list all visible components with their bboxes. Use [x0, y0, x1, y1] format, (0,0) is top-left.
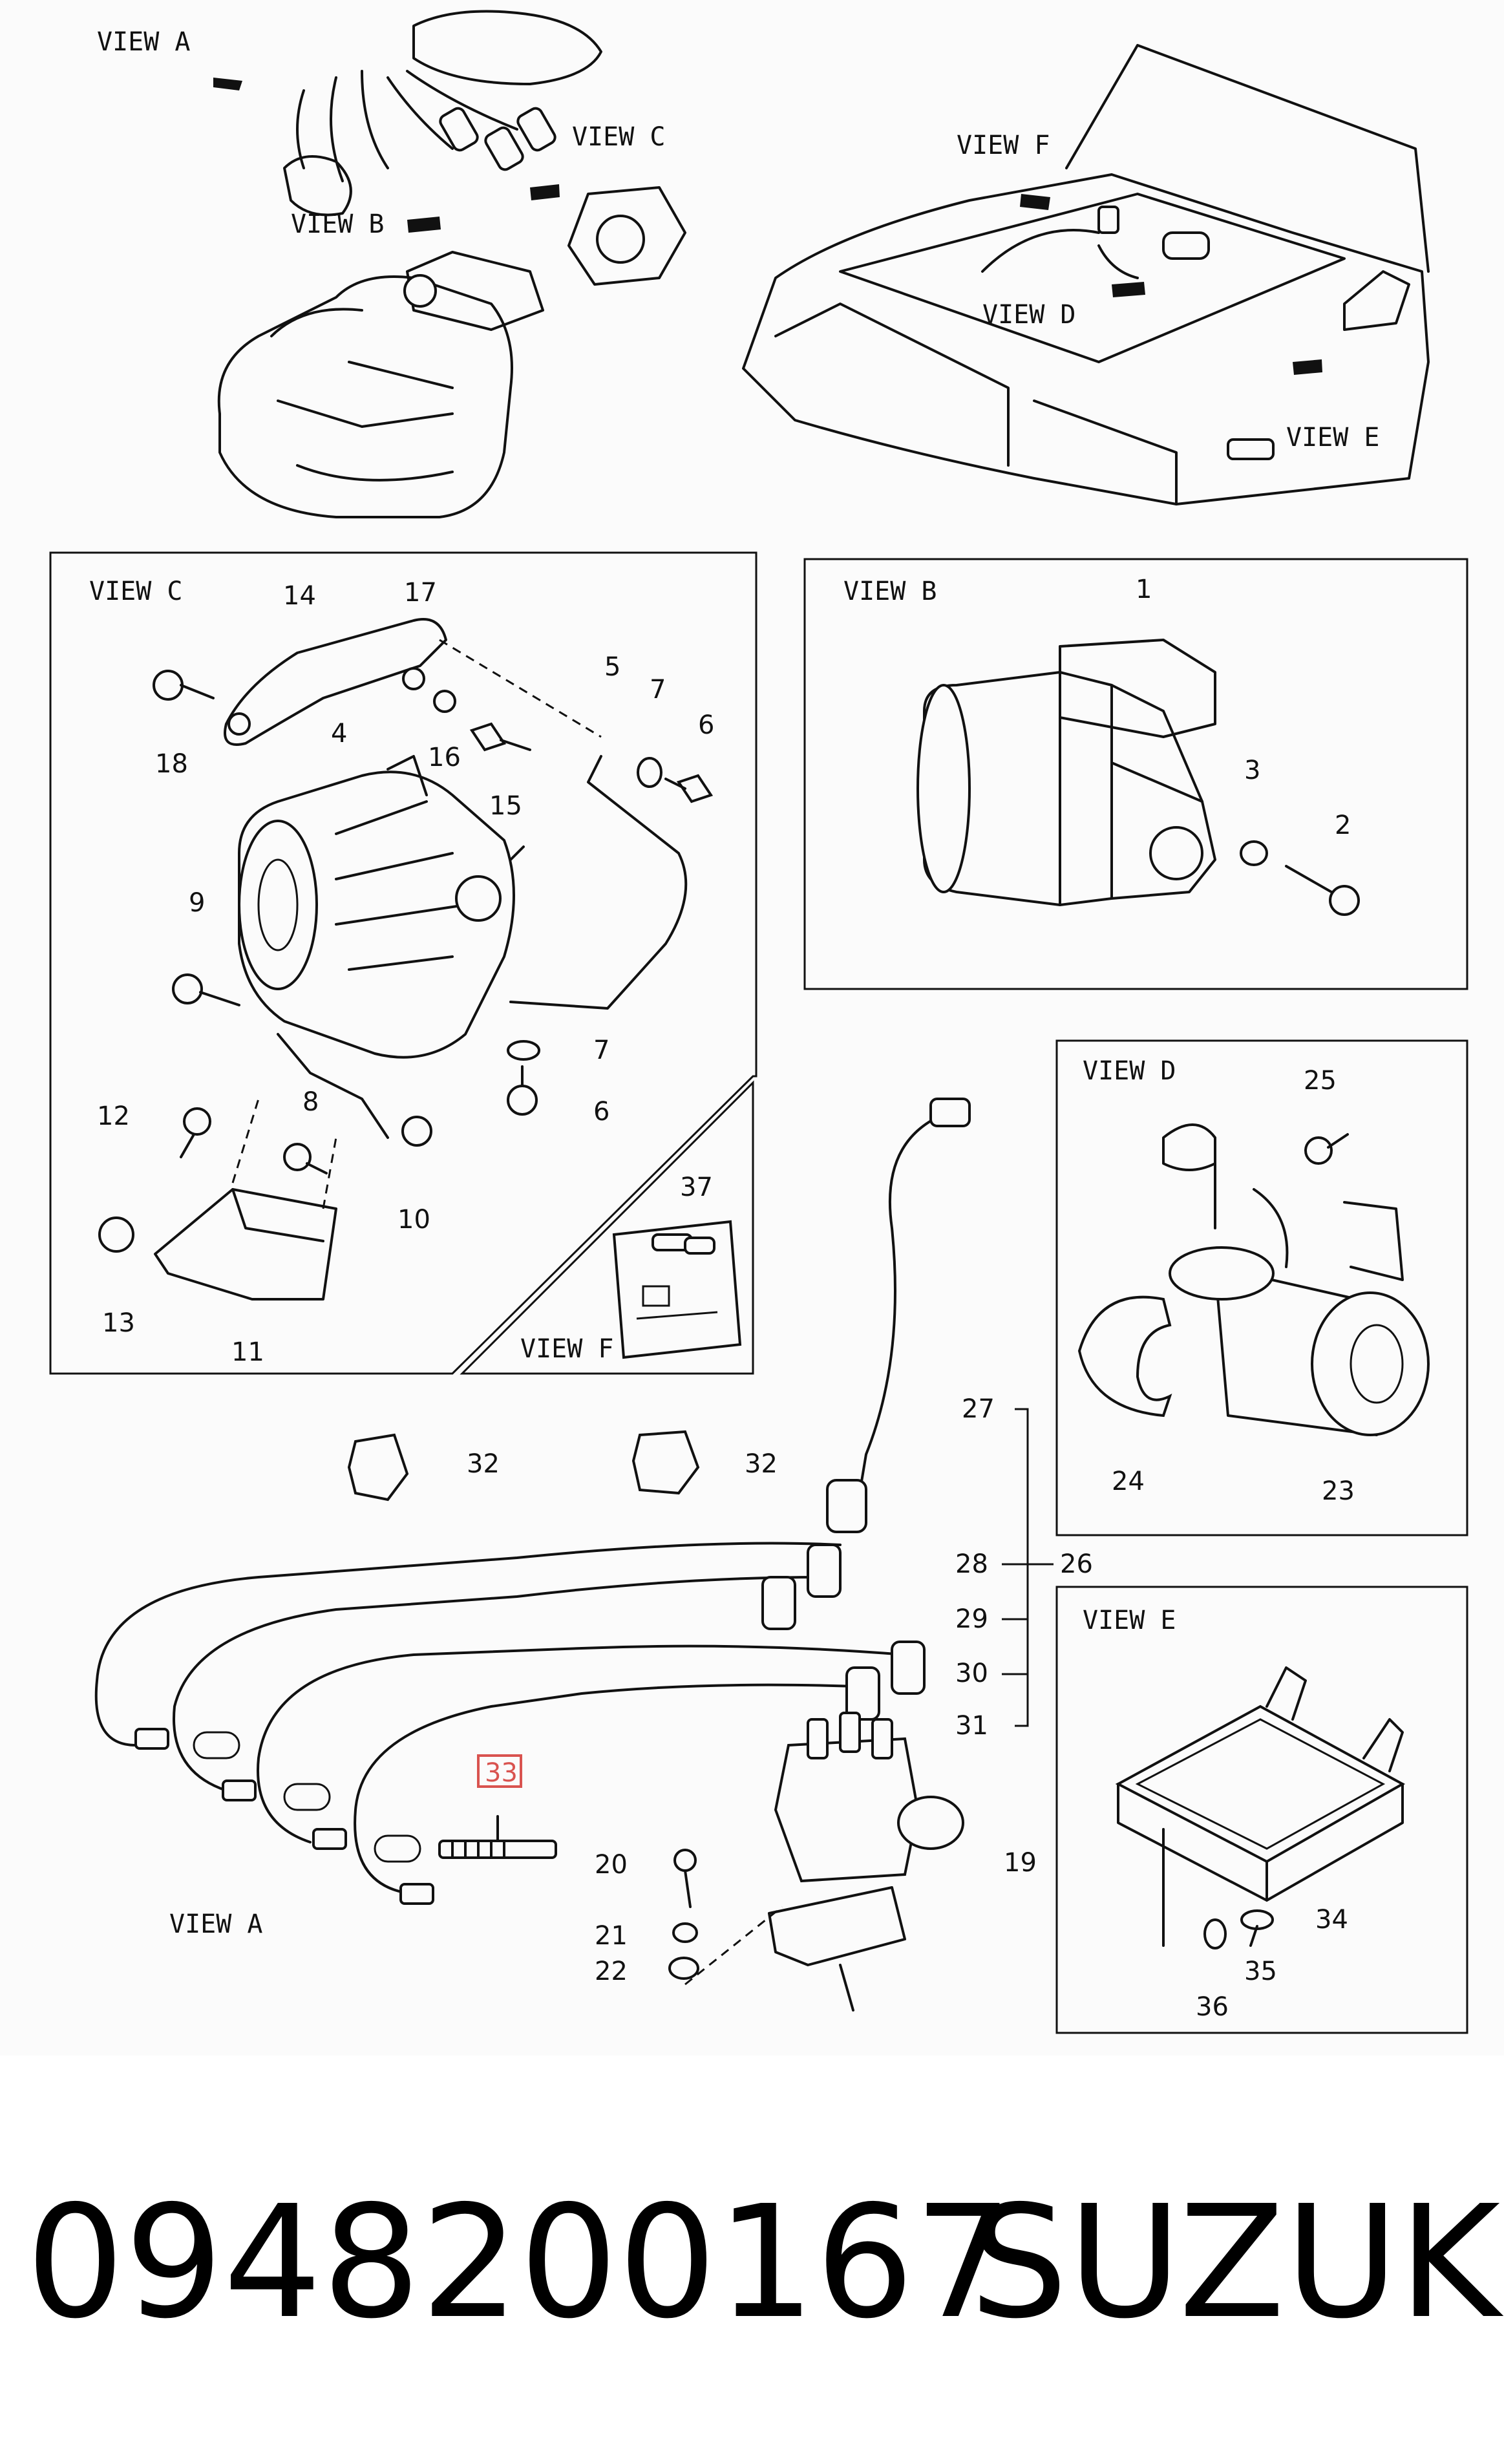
nut-10-icon: [401, 1116, 432, 1147]
callout-17: 17: [404, 578, 437, 608]
callout-22: 22: [595, 1957, 628, 1986]
callout-25: 25: [1304, 1066, 1337, 1096]
callout-9: 9: [189, 888, 205, 918]
callout-11: 11: [231, 1337, 264, 1367]
callout-7b: 7: [593, 1036, 609, 1065]
bolt-18-icon: [153, 670, 215, 701]
callout-19: 19: [1004, 1848, 1037, 1878]
callout-35: 35: [1244, 1957, 1277, 1986]
callout-30: 30: [955, 1659, 988, 1688]
bolt-20-icon: [673, 1849, 697, 1908]
callout-23: 23: [1322, 1476, 1355, 1506]
callout-34: 34: [1315, 1905, 1348, 1935]
view-c-top-label: VIEW C: [572, 122, 666, 152]
callout-28: 28: [955, 1549, 988, 1579]
washer-36-icon: [1203, 1918, 1227, 1949]
car-body-overview: [742, 44, 1430, 505]
callout-4: 4: [331, 719, 347, 749]
distributor-illustration: [768, 1712, 964, 2012]
footer: [0, 2055, 1504, 2464]
bolt-12-icon: [180, 1107, 211, 1158]
callout-13: 13: [102, 1308, 135, 1338]
callout-36: 36: [1196, 1992, 1229, 2022]
callout-14: 14: [283, 581, 316, 611]
view-c-panel: VIEW C: [49, 551, 757, 1375]
callout-15: 15: [489, 791, 522, 821]
view-f-top-label: VIEW F: [957, 131, 1050, 160]
view-e-top-label: VIEW E: [1286, 423, 1380, 452]
washer-22-icon: [668, 1957, 699, 1980]
view-b-box-label: VIEW B: [843, 577, 937, 606]
cable-clamp-32b-icon: [631, 1430, 700, 1495]
parts-diagram: VIEW A VIEW B VIEW C VIEW F VIEW D VIEW …: [49, 10, 1468, 2034]
ignition-cables-illustration: [94, 1098, 971, 1905]
coil-bracket-24-icon: [1077, 1295, 1172, 1418]
view-b-panel: VIEW B: [803, 558, 1468, 990]
bolt-6b-icon: [507, 1065, 538, 1116]
bolt-9-icon: [172, 973, 240, 1006]
callout-2: 2: [1335, 811, 1351, 840]
callout-1: 1: [1136, 575, 1152, 604]
screw-35-icon: [1240, 1909, 1274, 1947]
callout-12: 12: [97, 1101, 130, 1131]
callout-8: 8: [302, 1087, 319, 1117]
view-a-bottom-label: VIEW A: [169, 1909, 263, 1939]
view-e-panel: VIEW E: [1055, 1586, 1468, 2034]
spark-plug-33-icon: [438, 1815, 557, 1859]
view-f-box-label: VIEW F: [520, 1334, 614, 1364]
callout-37: 37: [680, 1173, 713, 1202]
view-c-box-label: VIEW C: [89, 577, 183, 606]
callout-26: 26: [1060, 1549, 1093, 1579]
view-b-top-label: VIEW B: [291, 209, 385, 239]
part-number: 0948200167: [26, 2172, 1013, 2353]
view-f-panel: VIEW F 37: [460, 1080, 754, 1375]
callout-32a: 32: [467, 1449, 500, 1479]
bolt-2-icon: [1285, 865, 1360, 916]
highlight-box: [477, 1754, 522, 1788]
cable-clamp-32a-icon: [347, 1433, 409, 1502]
callout-18: 18: [155, 749, 188, 779]
bolt-6-icon: [664, 774, 714, 803]
callout-24: 24: [1112, 1467, 1145, 1496]
alternator-illustration: [238, 755, 525, 1139]
bolt-25-icon: [1304, 1133, 1349, 1165]
callout-21: 21: [595, 1921, 628, 1951]
callout-32b: 32: [745, 1449, 778, 1479]
callout-6b: 6: [593, 1097, 609, 1127]
bolt-15-icon: [469, 722, 531, 752]
callout-16: 16: [428, 743, 461, 772]
view-d-box-label: VIEW D: [1083, 1056, 1176, 1086]
callout-10: 10: [397, 1205, 430, 1235]
callout-29: 29: [955, 1604, 988, 1634]
engine-overview: [213, 10, 686, 518]
callout-5: 5: [604, 652, 620, 682]
callout-33: 33: [485, 1758, 518, 1788]
callout-3: 3: [1244, 756, 1260, 785]
view-e-box-label: VIEW E: [1083, 1606, 1176, 1635]
washer-7-icon: [637, 757, 662, 788]
nut-16-icon: [433, 690, 456, 713]
washer-7b-icon: [507, 1040, 540, 1061]
spacer-3-icon: [1240, 840, 1268, 866]
callout-7a: 7: [650, 675, 666, 705]
washer-21-icon: [672, 1922, 698, 1943]
callout-6a: 6: [698, 710, 714, 740]
view-d-panel: VIEW D: [1055, 1039, 1468, 1536]
igniter-module-illustration: [1115, 1666, 1406, 1947]
view-a-top-label: VIEW A: [97, 27, 191, 57]
callout-31: 31: [955, 1711, 988, 1741]
view-d-top-label: VIEW D: [982, 300, 1076, 330]
starter-motor-illustration: [916, 639, 1216, 906]
ignition-coil-illustration: [1162, 1123, 1430, 1436]
brand-name: SUZUKI: [969, 2172, 1504, 2353]
callout-27: 27: [962, 1394, 995, 1424]
nut-13-icon: [98, 1216, 134, 1253]
bolt-8-icon: [283, 1143, 328, 1174]
callout-20: 20: [595, 1850, 628, 1880]
